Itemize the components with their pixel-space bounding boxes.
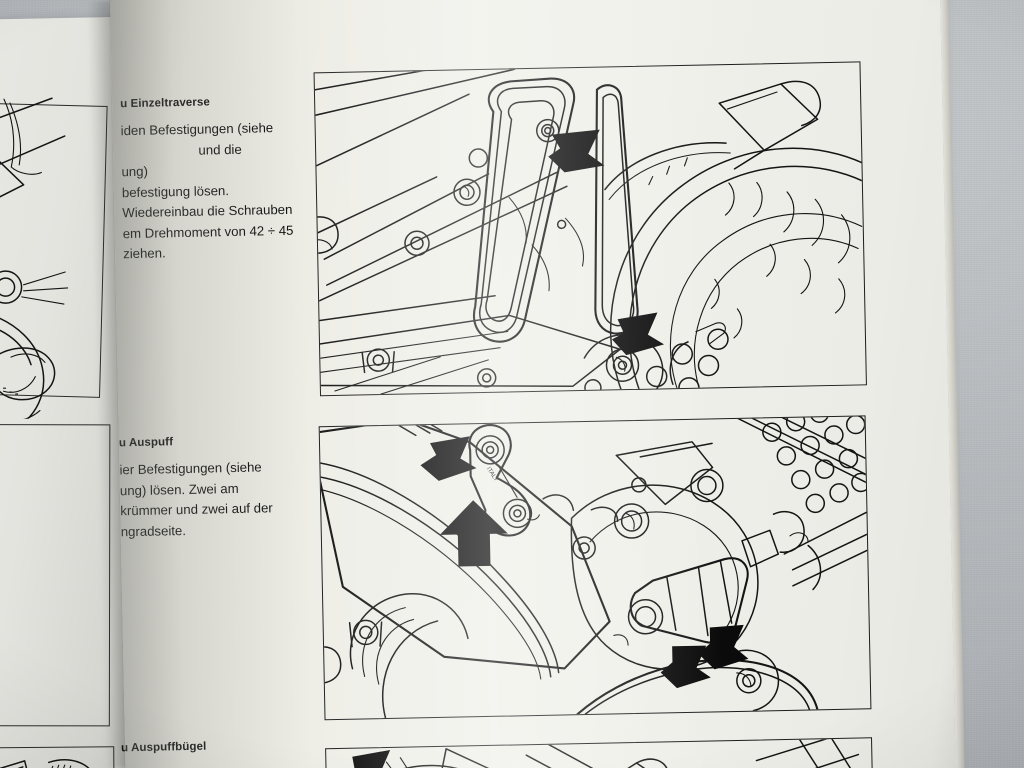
section-heading-einzeltraverse: u Einzeltraverse — [120, 96, 211, 111]
figure-exhaust-mounts-art: ITALY — [319, 416, 871, 719]
section-einzeltraverse: u Einzeltraverse iden Befestigungen (sie… — [120, 94, 321, 264]
embossed-text: ITALY — [485, 466, 499, 483]
figure-exhaust-mounts: ITALY — [318, 415, 872, 721]
figure-exhaust-bracket — [325, 737, 875, 768]
figure-swingarm-brake-art — [314, 62, 866, 396]
section-heading-auspuffbuegel: u Auspuffbügel — [120, 740, 207, 755]
text-line: ziehen. — [122, 245, 166, 262]
text-line: ngradseite. — [120, 522, 187, 539]
section-body-auspuff: ier Befestigungen (siehe ung) lösen. Zwe… — [119, 456, 319, 542]
callout-arrow-1 — [420, 436, 477, 481]
figure-exhaust-bracket-art — [340, 738, 870, 768]
callout-arrow-2 — [439, 500, 508, 567]
section-body-einzeltraverse: iden Befestigungen (siehe und die ung) b… — [120, 117, 321, 264]
section-auspuff: u Auspuff ier Befestigungen (siehe ung) … — [119, 433, 319, 542]
section-heading-auspuff: u Auspuff — [118, 436, 174, 450]
section-auspuffbuegel: u Auspuffbügel — [121, 738, 319, 765]
recto-content: u Einzeltraverse iden Befestigungen (sie… — [110, 0, 956, 768]
text-line: em Drehmoment von 42 ÷ 45 — [122, 222, 294, 241]
figure-left-middle-frame — [0, 424, 111, 727]
callout-arrow-4 — [660, 645, 711, 689]
figure-swingarm-brake — [313, 61, 867, 397]
recto-page: u Einzeltraverse iden Befestigungen (sie… — [110, 0, 965, 768]
